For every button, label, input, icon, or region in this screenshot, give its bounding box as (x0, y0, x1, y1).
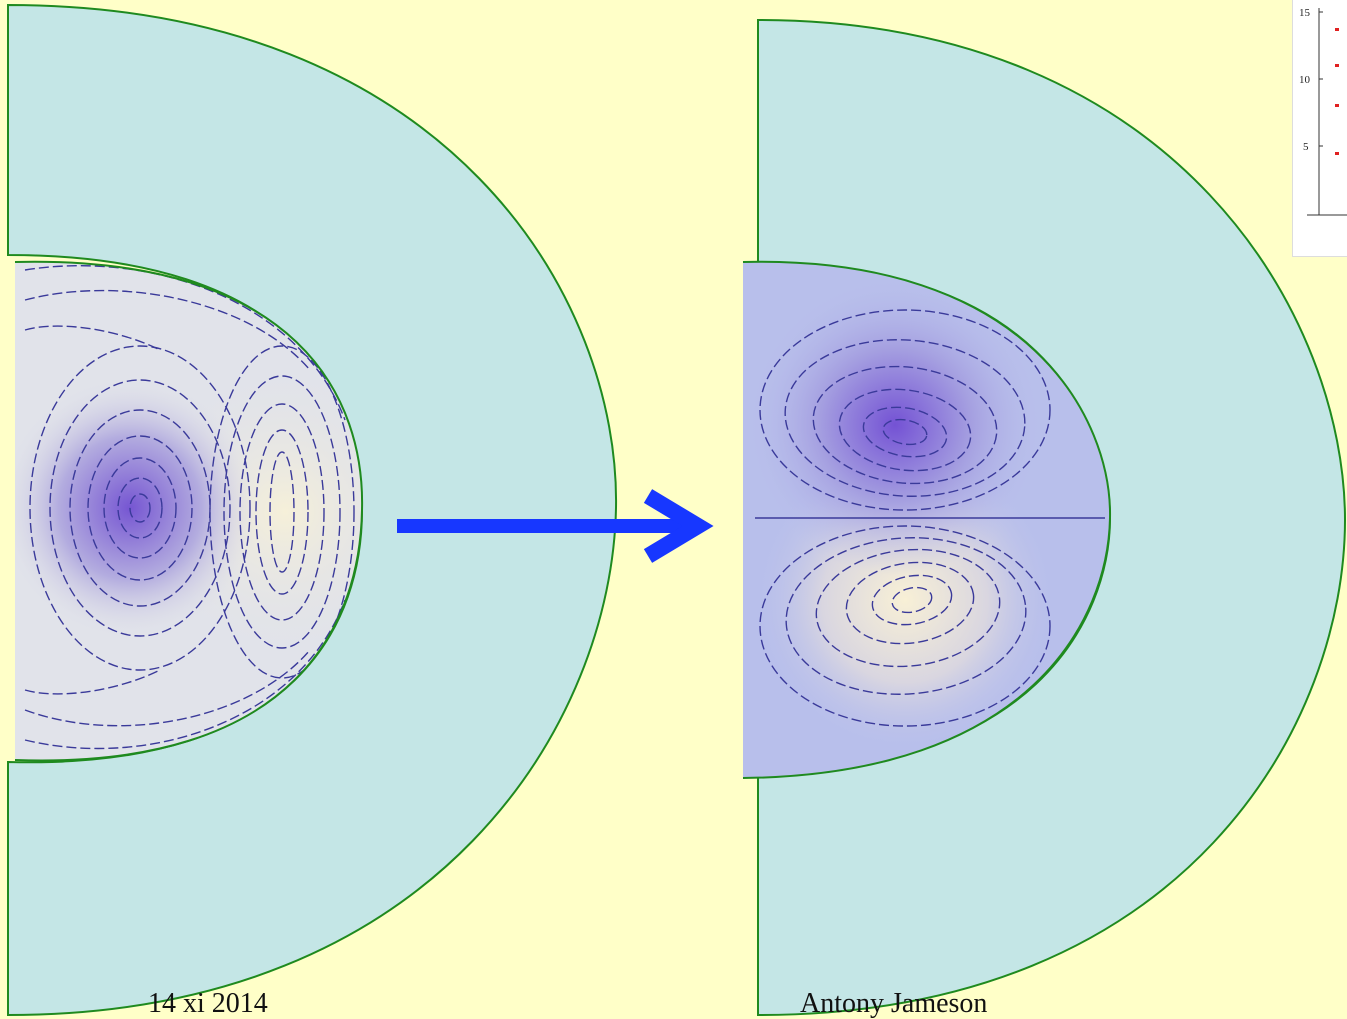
inset-marker (1335, 64, 1339, 67)
footer-author: Antony Jameson (800, 988, 988, 1019)
inset-tick-15: 15 (1299, 7, 1311, 19)
inset-marker (1335, 104, 1339, 107)
inset-marker (1335, 152, 1339, 155)
left-streamlines (24, 265, 355, 750)
inset-marker (1335, 28, 1339, 31)
right-streamlines (755, 309, 1105, 727)
right-core (743, 261, 1111, 778)
inset-tick-10: 10 (1299, 74, 1311, 86)
inset-chart: 15 10 5 (1292, 0, 1347, 257)
left-figure (7, 3, 618, 1017)
transition-arrow (397, 489, 714, 563)
right-figure (742, 18, 1347, 1017)
footer-date: 14 xi 2014 (148, 988, 268, 1019)
inset-tick-5: 5 (1303, 141, 1309, 153)
